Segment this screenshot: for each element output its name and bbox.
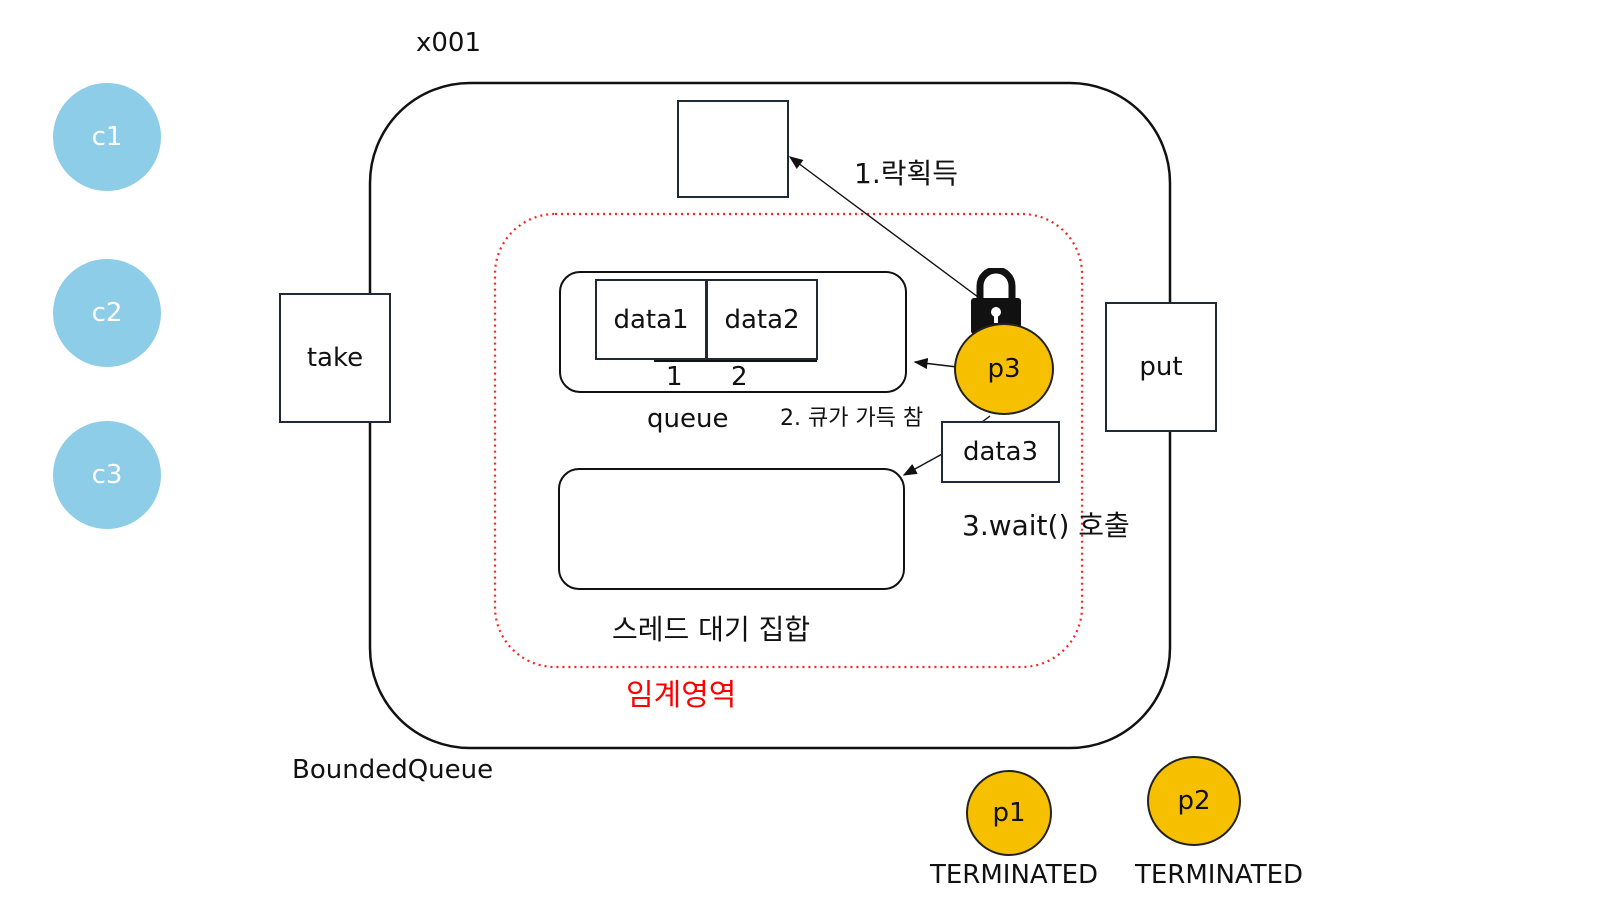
- consumer-name: c3: [91, 460, 123, 490]
- queue-slot: data2: [706, 279, 818, 360]
- step-acquire-lock: 1.락획득: [854, 157, 958, 190]
- pending-data-label: data3: [962, 437, 1039, 467]
- take-method[interactable]: take: [279, 293, 391, 423]
- critical-section-boundary: [493, 212, 1084, 669]
- put-method-label: put: [1139, 352, 1183, 382]
- consumer-name: c1: [91, 122, 123, 152]
- wait-set-label: 스레드 대기 집합: [612, 613, 811, 646]
- monitor-lock-slot: [677, 100, 789, 198]
- queue-slot-index: 2: [731, 362, 748, 392]
- arrow-acquire-lock: [788, 156, 983, 301]
- producer-p1[interactable]: p1: [966, 770, 1052, 856]
- consumer-c2[interactable]: c2: [53, 259, 161, 367]
- monitor-caption: BoundedQueue: [292, 755, 494, 785]
- producer-p2[interactable]: p2: [1147, 756, 1241, 846]
- consumer-name: c2: [91, 298, 123, 328]
- consumer-c1[interactable]: c1: [53, 83, 161, 191]
- arrow-queue-full: [913, 357, 958, 370]
- pending-data-box: data3: [941, 421, 1060, 483]
- producer-state: TERMINATED: [1135, 860, 1304, 890]
- wait-set-container: [558, 468, 905, 590]
- producer-state: TERMINATED: [930, 860, 1099, 890]
- queue-label: queue: [647, 404, 729, 434]
- producer-name: p2: [1177, 786, 1211, 816]
- queue-slot-index: 1: [666, 362, 683, 392]
- queue-container: [559, 271, 907, 393]
- critical-section-label: 임계영역: [626, 678, 737, 713]
- producer-name: p1: [992, 798, 1026, 828]
- queue-slot-value: data2: [724, 304, 800, 335]
- producer-p3[interactable]: p3: [954, 323, 1054, 415]
- arrow-call-wait: [902, 452, 945, 476]
- queue-slot: data1: [595, 279, 707, 360]
- producer-name: p3: [987, 354, 1021, 384]
- take-method-label: take: [306, 343, 364, 373]
- step-call-wait: 3.wait() 호출: [962, 509, 1130, 542]
- step-queue-full: 2. 큐가 가득 참: [780, 406, 924, 431]
- queue-slot-value: data1: [613, 304, 689, 335]
- put-method[interactable]: put: [1105, 302, 1217, 432]
- consumer-c3[interactable]: c3: [53, 421, 161, 529]
- monitor-ref-label: x001: [416, 28, 482, 58]
